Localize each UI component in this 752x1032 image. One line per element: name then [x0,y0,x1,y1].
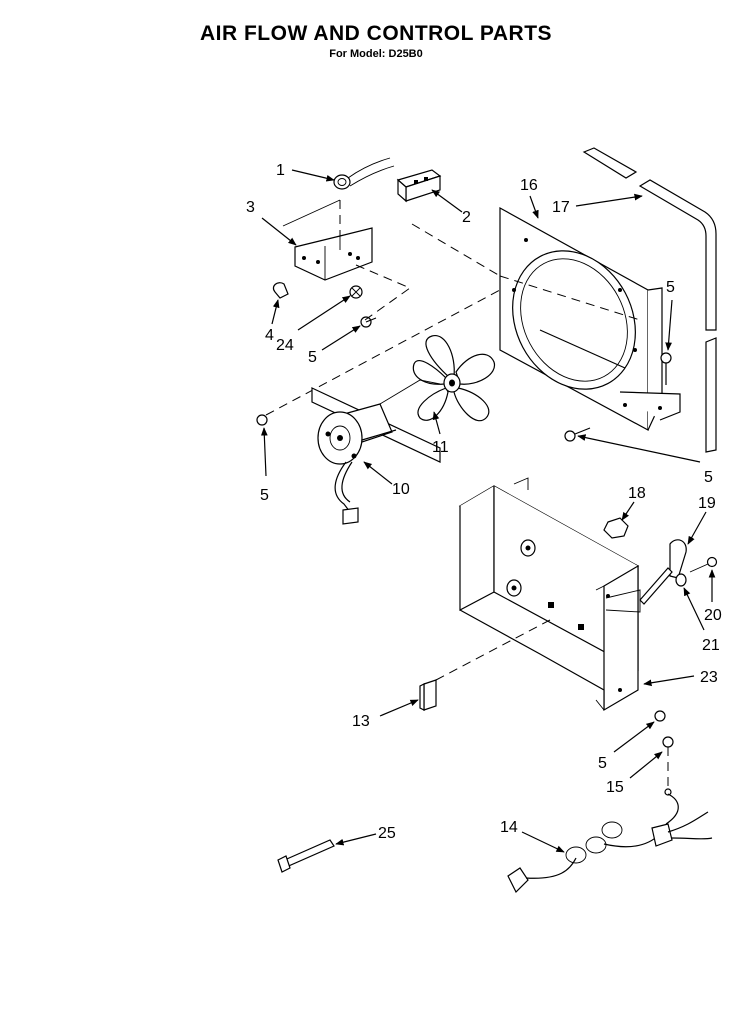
callout-13: 13 [352,713,370,730]
callout-15: 15 [606,779,624,796]
part-4-clip [272,282,289,299]
part-10-fan-motor [311,379,441,525]
callout-14: 14 [500,819,518,836]
part-13-switch [419,619,551,711]
callout-3: 3 [246,199,255,216]
callout-16: 16 [520,177,538,194]
part-23-control-housing [458,477,641,712]
part-1-bushing [333,157,395,190]
part-14-power-cord [507,793,713,894]
callout-11: 11 [432,439,449,456]
leader-lines [260,169,716,853]
callout-20: 20 [704,607,722,624]
part-16-fan-shroud [499,206,681,432]
part-17-gasket-strips [582,147,717,453]
callout-17: 17 [552,199,570,216]
part-25-wire-tie [277,839,335,873]
callout-24: 24 [276,337,294,354]
callout-25: 25 [378,825,396,842]
callout-labels: 1 2 3 4 24 5 16 17 5 11 5 10 5 18 19 20 … [246,162,722,842]
callout-10: 10 [392,481,410,498]
callout-5: 5 [598,755,607,772]
callout-5: 5 [308,349,317,366]
part-5-screw-left [256,414,268,426]
part-15-screw [662,736,674,796]
page-title: AIR FLOW AND CONTROL PARTS [199,22,553,45]
part-18-nut [603,517,629,539]
part-5-screw-upper [360,316,377,328]
callout-23: 23 [700,669,718,686]
callout-5: 5 [260,487,269,504]
part-19-21-knob-assembly [639,539,718,605]
part-24-screw [349,285,363,299]
callout-4: 4 [265,327,274,344]
model-subtitle: For Model: D25B0 [329,48,423,60]
callout-5: 5 [666,279,675,296]
part-5-screw-lower-shroud [564,427,591,442]
callout-1: 1 [276,162,285,179]
part-3-control-bracket [282,199,373,281]
part-2-terminal-block [396,169,442,203]
part-11-fan-blade [412,335,496,422]
callout-19: 19 [698,495,716,512]
callout-21: 21 [702,637,720,654]
part-5-screw-right-shroud [660,352,672,385]
part-5-screw-bottom [654,710,666,722]
callout-2: 2 [462,209,471,226]
callout-5: 5 [704,469,713,486]
callout-18: 18 [628,485,646,502]
